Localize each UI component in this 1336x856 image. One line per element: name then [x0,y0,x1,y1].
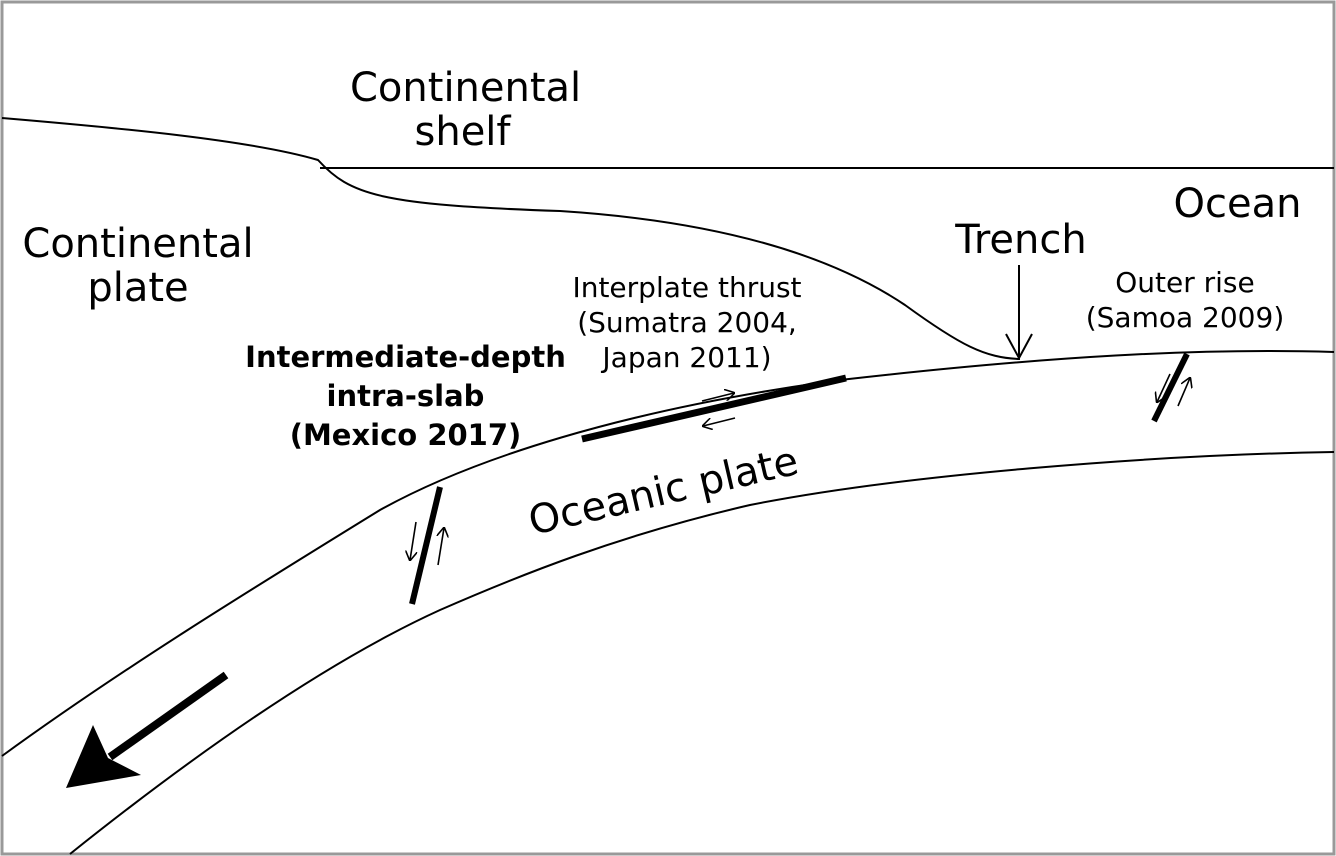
slab-bottom-line [70,452,1334,854]
interplate-thrust-line-1: Interplate thrust [563,270,811,305]
intra-slab-slip-arrow-right [438,528,444,565]
ocean-label: Ocean [1170,182,1305,226]
intermediate-depth-line-1: Intermediate-depth [233,338,578,377]
intra-slab-fault [412,487,440,604]
continental-plate-line-1: Continental [22,222,254,266]
outer-rise-line-1: Outer rise [1080,265,1290,300]
interplate-thrust-label: Interplate thrust (Sumatra 2004, Japan 2… [563,270,811,375]
subduction-arrow-head [66,725,141,788]
intermediate-depth-line-3: (Mexico 2017) [233,416,578,455]
continental-plate-label: Continental plate [22,222,254,310]
trench-label: Trench [950,218,1092,262]
continental-shelf-line-2: shelf [350,110,575,154]
outer-rise-fault [1154,354,1187,421]
outer-rise-slip-arrow-right [1178,378,1190,406]
outer-rise-line-2: (Samoa 2009) [1080,300,1290,335]
continental-shelf-label: Continental shelf [350,66,575,154]
intermediate-depth-line-2: intra-slab [233,377,578,416]
thrust-slip-arrow-lower [703,418,735,426]
interplate-thrust-line-2: (Sumatra 2004, [563,305,811,340]
outer-rise-label: Outer rise (Samoa 2009) [1080,265,1290,335]
interplate-thrust-line-3: Japan 2011) [563,340,811,375]
intra-slab-slip-arrow-left [410,522,416,560]
continental-shelf-line-1: Continental [350,66,575,110]
subduction-arrow-shaft [110,675,226,757]
continental-plate-line-2: plate [22,266,254,310]
intermediate-depth-label: Intermediate-depth intra-slab (Mexico 20… [233,338,578,455]
interplate-thrust-fault [582,378,846,439]
